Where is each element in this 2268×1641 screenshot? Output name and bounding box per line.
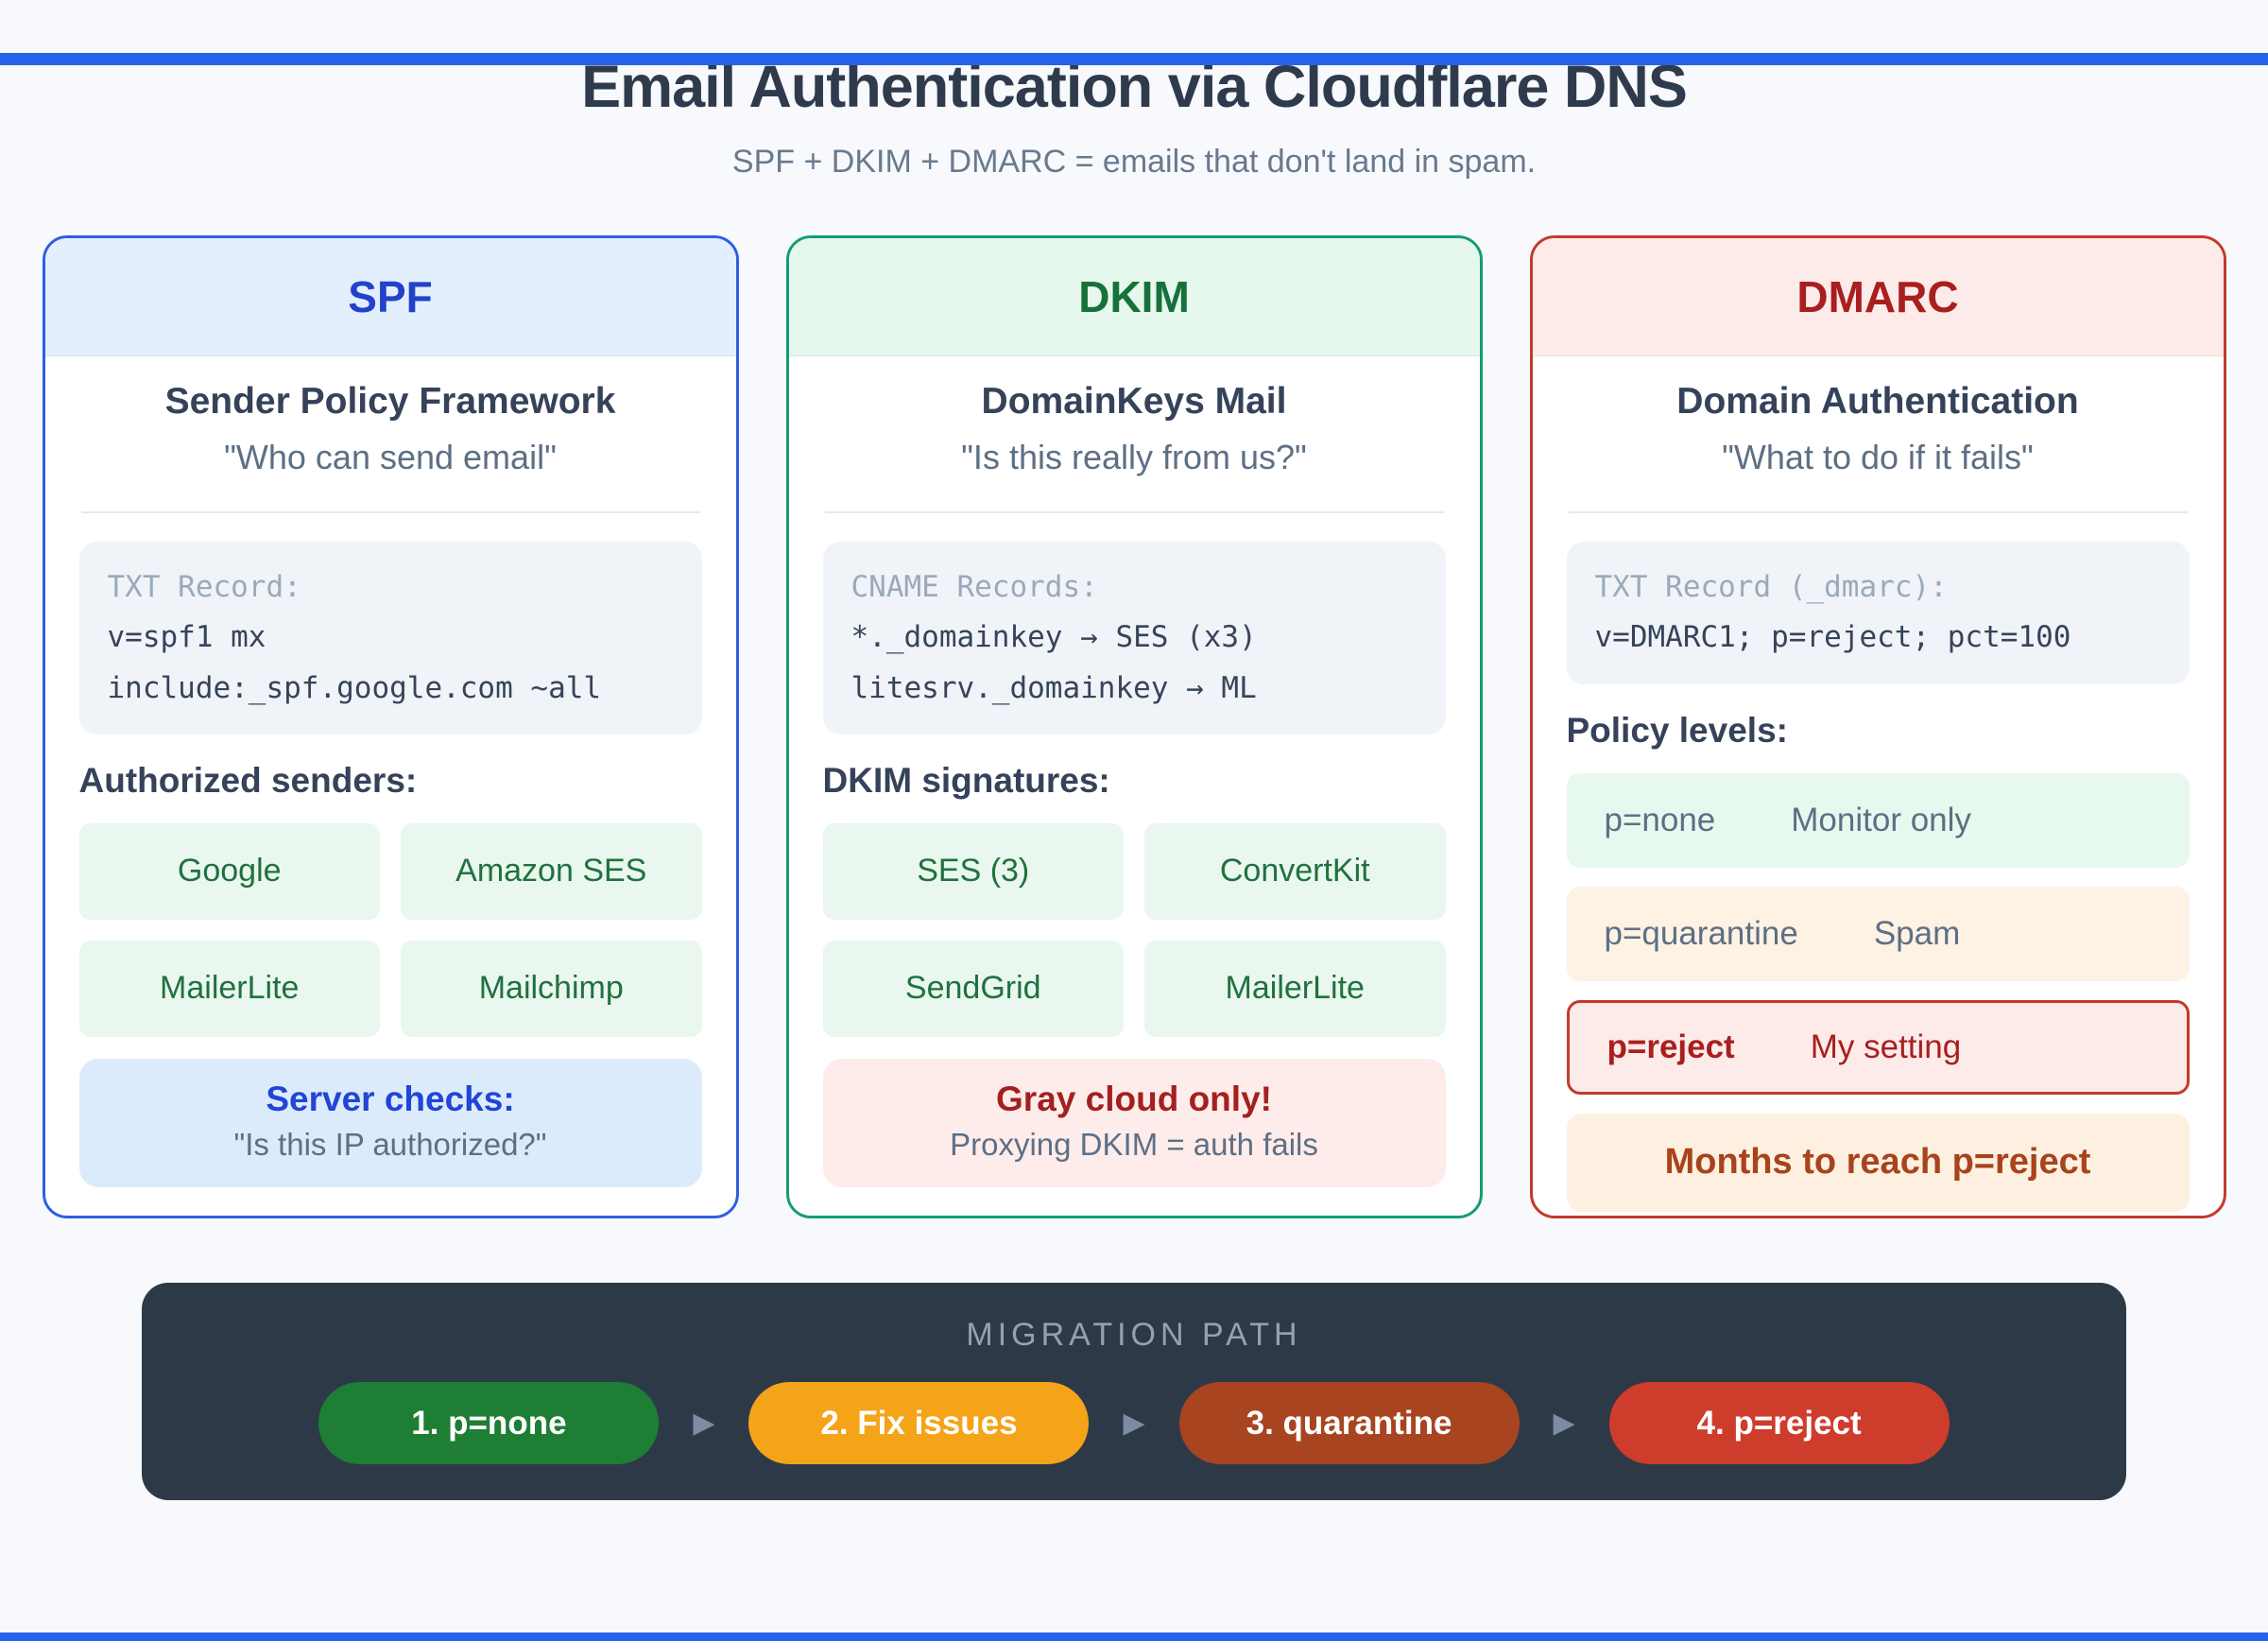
sender-chip: Amazon SES	[401, 822, 702, 920]
page-subtitle: SPF + DKIM + DMARC = emails that don't l…	[731, 144, 1537, 180]
dkim-record-label: CNAME Records:	[850, 570, 1098, 604]
dmarc-record-line: v=DMARC1; p=reject; pct=100	[1594, 620, 2071, 655]
spf-list-heading: Authorized senders:	[78, 760, 418, 800]
migration-path-heading: MIGRATION PATH	[966, 1317, 1302, 1353]
dkim-card-body: DomainKeys Mail "Is this really from us?…	[789, 356, 1480, 1216]
policy-level: p=none	[1604, 801, 1716, 838]
spf-sender-chips: Google Amazon SES MailerLite Mailchimp	[78, 822, 702, 1037]
spf-record-label: TXT Record:	[107, 570, 301, 604]
spf-full-name: Sender Policy Framework	[164, 381, 616, 422]
dkim-list-heading: DKIM signatures:	[822, 760, 1110, 800]
dkim-warning-subtitle: Proxying DKIM = auth fails	[950, 1127, 1318, 1162]
spf-note-box: Server checks: "Is this IP authorized?"	[78, 1059, 702, 1187]
dkim-warning-box: Gray cloud only! Proxying DKIM = auth fa…	[822, 1059, 1446, 1187]
divider	[1568, 511, 2188, 513]
spf-note-title: Server checks:	[266, 1080, 515, 1118]
dmarc-record-block: TXT Record (_dmarc): v=DMARC1; p=reject;…	[1566, 542, 2190, 684]
migration-step-1: 1. p=none	[318, 1382, 660, 1464]
spf-tagline: "Who can send email"	[224, 438, 557, 476]
dkim-full-name: DomainKeys Mail	[981, 381, 1287, 422]
policy-level: p=quarantine	[1604, 914, 1798, 952]
policy-row-reject: p=reject My setting	[1566, 999, 2190, 1095]
dmarc-tagline: "What to do if it fails"	[1722, 438, 2034, 476]
signature-chip: MailerLite	[1144, 940, 1446, 1037]
dmarc-full-name: Domain Authentication	[1676, 381, 2079, 422]
divider	[80, 511, 700, 513]
top-accent-bar	[0, 53, 2268, 65]
sender-chip: MailerLite	[78, 940, 380, 1037]
dkim-record-block: CNAME Records: *._domainkey → SES (x3) l…	[822, 542, 1446, 734]
sender-chip: Google	[78, 822, 380, 920]
cards-row: SPF Sender Policy Framework "Who can sen…	[0, 235, 2268, 1218]
arrow-right-icon: ▶	[693, 1408, 715, 1439]
dmarc-months-note: Months to reach p=reject	[1566, 1113, 2190, 1212]
dkim-tagline: "Is this really from us?"	[961, 438, 1307, 476]
dkim-record-line: *._domainkey → SES (x3)	[850, 620, 1257, 655]
policy-row-quarantine: p=quarantine Spam	[1566, 886, 2190, 981]
bottom-accent-bar	[0, 1632, 2268, 1641]
dmarc-record-label: TXT Record (_dmarc):	[1594, 570, 1948, 604]
policy-row-none: p=none Monitor only	[1566, 772, 2190, 868]
divider	[824, 511, 1444, 513]
spf-record-line: v=spf1 mx	[107, 620, 266, 655]
spf-record-block: TXT Record: v=spf1 mx include:_spf.googl…	[78, 542, 702, 734]
policy-meaning: Monitor only	[1791, 801, 1971, 838]
signature-chip: SES (3)	[822, 822, 1124, 920]
spf-card-title: SPF	[44, 238, 736, 356]
migration-path-panel: MIGRATION PATH 1. p=none ▶ 2. Fix issues…	[142, 1283, 2126, 1500]
dkim-record-line: litesrv._domainkey → ML	[850, 670, 1257, 705]
dkim-card: DKIM DomainKeys Mail "Is this really fro…	[785, 235, 1483, 1218]
dmarc-card: DMARC Domain Authentication "What to do …	[1529, 235, 2226, 1218]
dmarc-card-title: DMARC	[1532, 238, 2224, 356]
migration-step-2: 2. Fix issues	[748, 1382, 1090, 1464]
spf-card: SPF Sender Policy Framework "Who can sen…	[42, 235, 739, 1218]
dkim-warning-title: Gray cloud only!	[996, 1080, 1272, 1118]
policy-level: p=reject	[1606, 1028, 1735, 1065]
policy-meaning: Spam	[1873, 914, 1961, 952]
arrow-right-icon: ▶	[1553, 1408, 1575, 1439]
spf-record-line: include:_spf.google.com ~all	[107, 670, 602, 705]
migration-step-4: 4. p=reject	[1608, 1382, 1950, 1464]
migration-step-3: 3. quarantine	[1178, 1382, 1520, 1464]
sender-chip: Mailchimp	[401, 940, 702, 1037]
dmarc-card-body: Domain Authentication "What to do if it …	[1533, 356, 2224, 1216]
migration-steps: 1. p=none ▶ 2. Fix issues ▶ 3. quarantin…	[318, 1382, 1950, 1464]
dkim-signature-chips: SES (3) ConvertKit SendGrid MailerLite	[822, 822, 1446, 1037]
policy-meaning: My setting	[1810, 1028, 1962, 1065]
arrow-right-icon: ▶	[1123, 1408, 1145, 1439]
spf-card-body: Sender Policy Framework "Who can send em…	[45, 356, 736, 1216]
dmarc-list-heading: Policy levels:	[1566, 710, 1788, 750]
signature-chip: SendGrid	[822, 940, 1124, 1037]
dkim-card-title: DKIM	[788, 238, 1480, 356]
spf-note-subtitle: "Is this IP authorized?"	[233, 1127, 547, 1162]
signature-chip: ConvertKit	[1144, 822, 1446, 920]
